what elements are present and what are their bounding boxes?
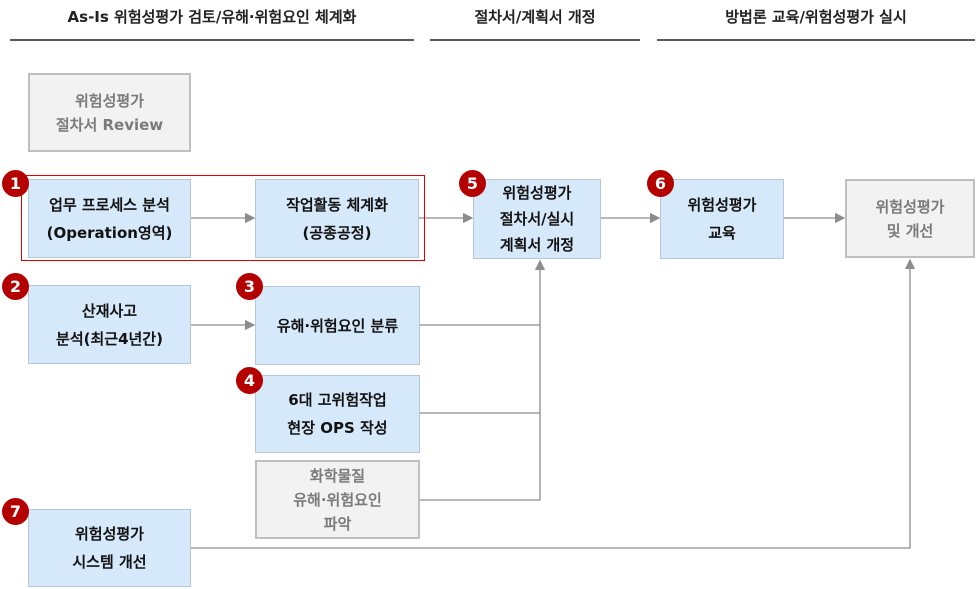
box-text: 6대 고위험작업 <box>288 391 387 409</box>
box-text: 유해·위험요인 분류 <box>276 316 399 335</box>
box-text: 업무 프로세스 분석 <box>49 195 170 214</box>
box-text: 현장 OPS 작성 <box>287 419 388 437</box>
header-procedure: 절차서/계획서 개정 <box>474 8 596 26</box>
box-text: 위험성평가 <box>502 184 572 202</box>
box-classify: 유해·위험요인 분류 <box>255 286 420 365</box>
box-text: 교육 <box>708 224 736 242</box>
step-badge-1: 1 <box>2 170 29 197</box>
box-text: 파악 <box>323 514 352 533</box>
box-text: 절차서/실시 <box>499 210 575 228</box>
box-text: 화학물질 <box>309 466 366 485</box>
box-text: 유해·위험요인 <box>293 490 382 509</box>
step-badge-7: 7 <box>2 498 29 525</box>
highlight-frame <box>21 175 425 261</box>
step-badge-4: 4 <box>236 367 263 394</box>
box-text: 절차서 Review <box>55 115 164 134</box>
box-process: 업무 프로세스 분석 (Operation영역) <box>28 179 191 258</box>
box-text: (공종공정) <box>302 223 372 242</box>
header-education: 방법론 교육/위험성평가 실시 <box>725 8 907 26</box>
step-badge-5: 5 <box>459 170 486 197</box>
box-text: (Operation영역) <box>46 223 173 242</box>
step-badge-6: 6 <box>647 170 674 197</box>
header-as-is: As-Is 위험성평가 검토/유해·위험요인 체계화 <box>67 8 357 26</box>
box-text: 분석(최근4년간) <box>56 329 163 348</box>
box-text: 및 개선 <box>886 221 934 240</box>
box-activity: 작업활동 체계화 (공종공정) <box>255 179 419 258</box>
box-text: 위험성평가 <box>74 91 144 110</box>
box-text: 작업활동 체계화 <box>286 195 388 214</box>
step-badge-2: 2 <box>2 273 29 300</box>
box-text: 시스템 개선 <box>72 553 147 571</box>
box-text: 위험성평가 <box>875 197 945 216</box>
box-text: 위험성평가 <box>74 525 144 543</box>
box-text: 위험성평가 <box>687 196 757 214</box>
box-text: 계획서 개정 <box>499 236 575 254</box>
box-text: 산재사고 <box>81 301 138 320</box>
step-badge-3: 3 <box>236 273 263 300</box>
